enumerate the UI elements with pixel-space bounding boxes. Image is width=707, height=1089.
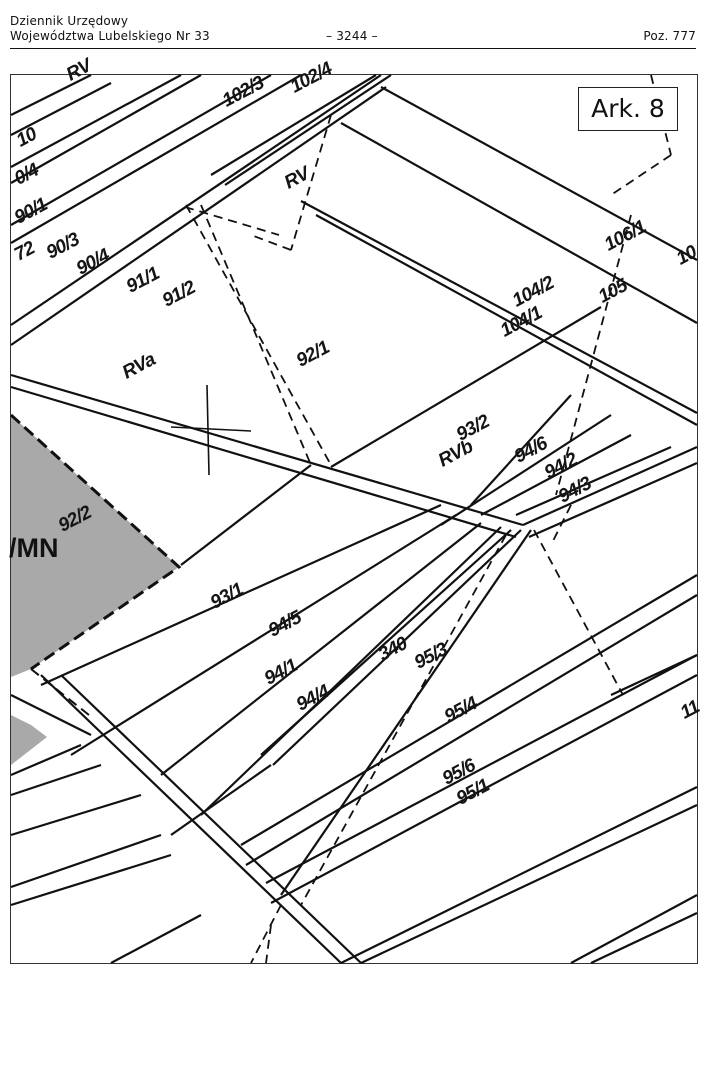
position-number: Poz. 777 [643, 29, 696, 43]
zone-boundary-dashed [9, 413, 182, 671]
page-number: – 3244 – [326, 29, 378, 43]
map-linework [9, 74, 698, 964]
zone-mn-area-lower [11, 715, 47, 765]
page-header: Dziennik Urzędowy Województwa Lubelskieg… [10, 14, 696, 49]
zone-mn-area [11, 415, 179, 677]
parcel-lines [10, 74, 698, 964]
cross-marker [170, 384, 252, 476]
zone-label: /MN [9, 533, 59, 563]
journal-title: Dziennik Urzędowy Województwa Lubelskieg… [10, 14, 210, 44]
dashed-boundaries [184, 74, 672, 964]
cadastral-map: Ark. 8 /MN 102/3 102/4 10 0/4 90/1 72 90… [9, 55, 703, 964]
journal-title-line1: Dziennik Urzędowy [10, 14, 129, 28]
journal-title-line2: Województwa Lubelskiego Nr 33 [10, 29, 210, 43]
sheet-number-label: Ark. 8 [578, 87, 678, 131]
